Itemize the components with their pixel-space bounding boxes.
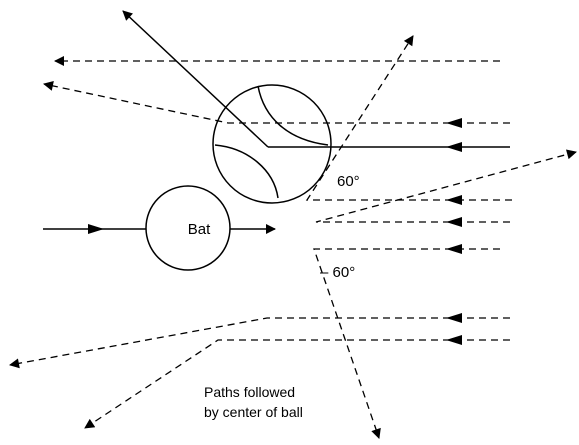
path-minus-60deg bbox=[313, 248, 500, 439]
incoming-arrow-1 bbox=[446, 118, 462, 128]
path-60deg bbox=[305, 35, 512, 201]
incoming-arrow-5 bbox=[446, 313, 462, 323]
ball-seam-upper bbox=[257, 85, 329, 146]
path-lower-left bbox=[9, 317, 510, 369]
bat-label: Bat bbox=[188, 221, 211, 238]
path-right-deflect bbox=[315, 149, 577, 223]
bat-incoming-arrow bbox=[88, 224, 104, 234]
incoming-arrow-3 bbox=[446, 217, 462, 227]
angle-label-60: 60° bbox=[337, 173, 360, 190]
ball-seam-lower bbox=[214, 144, 279, 199]
bat: Bat bbox=[43, 185, 276, 271]
ball-outline bbox=[212, 84, 332, 204]
bat-outline bbox=[145, 185, 231, 271]
solid-outgoing-segment bbox=[122, 10, 269, 148]
caption-line-1: Paths followed bbox=[204, 384, 295, 400]
incoming-arrow-2 bbox=[446, 195, 462, 205]
angle-label-minus-60: – 60° bbox=[320, 264, 355, 281]
path-upper-deflect bbox=[43, 80, 510, 124]
solid-ball-path bbox=[122, 10, 510, 152]
incoming-arrow-4 bbox=[446, 244, 462, 254]
caption-line-2: by center of ball bbox=[204, 404, 303, 420]
incoming-arrowheads bbox=[446, 118, 462, 345]
path-bottom-left bbox=[84, 339, 510, 429]
solid-incoming-arrow bbox=[446, 142, 462, 152]
incoming-arrow-6 bbox=[446, 335, 462, 345]
ball bbox=[212, 84, 332, 204]
dashed-ball-paths bbox=[9, 35, 577, 439]
